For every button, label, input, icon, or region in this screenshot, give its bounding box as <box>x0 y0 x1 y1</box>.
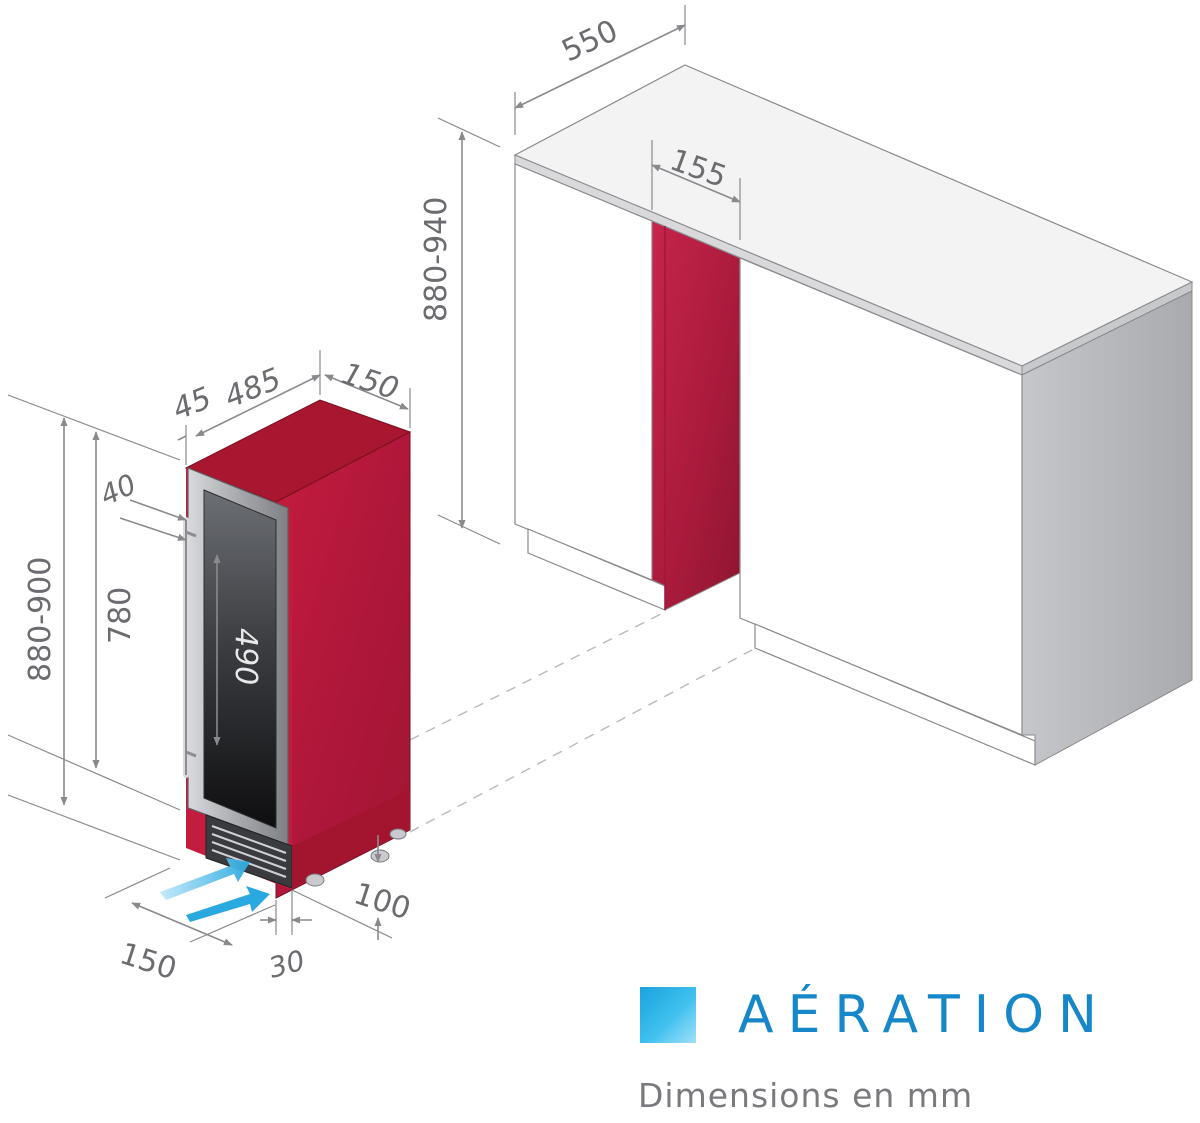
door-handle <box>183 517 197 778</box>
dimension-lines <box>7 5 741 946</box>
label-cooler-width: 150 <box>338 356 403 407</box>
aeration-swatch <box>640 987 696 1043</box>
kitchen-cabinet <box>513 64 1194 766</box>
label-total-height: 880-900 <box>23 557 58 682</box>
aeration-label: AÉRATION <box>738 985 1111 1045</box>
wine-cooler <box>183 399 412 899</box>
label-vent-height: 100 <box>350 876 415 927</box>
alignment-guides <box>409 611 753 833</box>
label-cooler-depth: 485 <box>220 362 286 416</box>
label-vent-width: 150 <box>116 936 181 987</box>
label-vent-depth: 30 <box>265 944 308 985</box>
label-body-height: 780 <box>103 587 138 644</box>
cabinet-side <box>1021 290 1193 766</box>
aeration-legend: AÉRATION <box>640 985 1111 1045</box>
cooler-plinth-side <box>292 790 410 888</box>
label-door-offset: 45 <box>168 381 217 428</box>
left-cabinet-front <box>514 163 653 581</box>
right-cabinet-plinth <box>754 623 1036 766</box>
units-note: Dimensions en mm <box>638 1076 974 1115</box>
label-niche-height: 880-940 <box>419 197 454 322</box>
air-intake-arrow <box>160 858 250 900</box>
label-glass-height: 490 <box>228 628 263 685</box>
cooler-glass <box>203 489 277 829</box>
label-handle-depth: 40 <box>95 467 141 512</box>
air-exhaust-arrow <box>186 886 270 922</box>
